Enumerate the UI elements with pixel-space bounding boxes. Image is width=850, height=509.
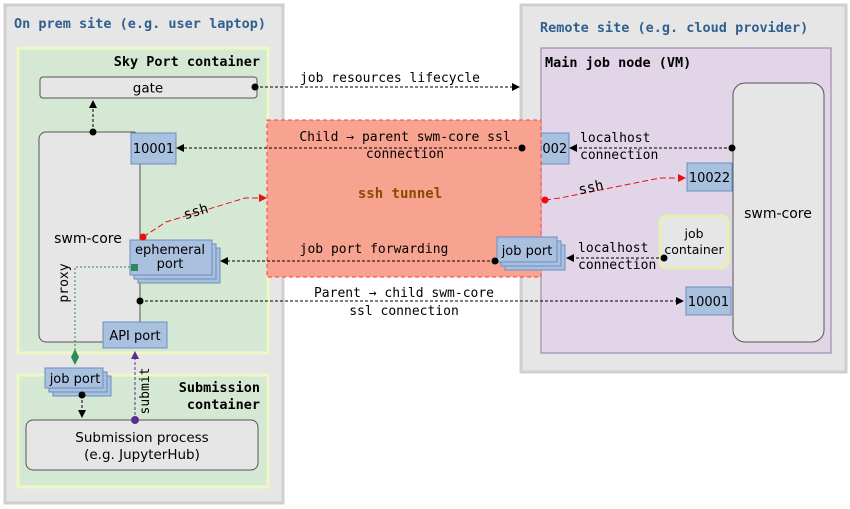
ssh-left-dot (139, 233, 147, 241)
ephemeral-port-label-line2: port (157, 257, 184, 272)
ssh-left-label: ssh (182, 201, 211, 224)
submission-process-line1: Submission process (75, 430, 208, 446)
api-port (102, 321, 168, 349)
swm-core-left-label: swm-core (54, 231, 122, 247)
job-port-submission-label: job port (49, 372, 101, 387)
job-container-box (658, 214, 730, 270)
swm-core-right-box (732, 82, 825, 343)
port-10022-label: 10022 (689, 171, 730, 186)
child-parent-label-line1: Child → parent swm-core ssl (299, 130, 510, 145)
swm-core-right-label: swm-core (744, 206, 812, 222)
ssh-right-dot (541, 196, 549, 204)
job-container-line1: job (683, 226, 703, 241)
job-port-remote-stack (496, 236, 566, 271)
job-port-remote-label: job port (501, 244, 553, 259)
proxy-diamond (71, 349, 79, 365)
job-port-forwarding-dot (491, 257, 499, 265)
localhost-top-label-line1: localhost (580, 131, 650, 146)
ssh-right-arrow (544, 174, 686, 201)
localhost-top-dot (728, 144, 736, 152)
proxy-square (131, 264, 138, 271)
job-port-forwarding-label: job port forwarding (300, 242, 449, 257)
job-port-submission-stack (44, 367, 112, 397)
job-resources-label: job resources lifecycle (300, 71, 480, 86)
submission-container-title-line1: Submission (179, 380, 260, 396)
port-10001-right (685, 286, 732, 316)
api-port-label: API port (109, 329, 160, 344)
port-10001-left-label: 10001 (133, 142, 174, 157)
ephemeral-port-label-line1: ephemeral (135, 243, 205, 258)
ssh-tunnel (266, 119, 542, 278)
submission-process-line2: (e.g. JupyterHub) (84, 447, 200, 463)
remote-site-title: Remote site (e.g. cloud provider) (540, 20, 808, 36)
parent-child-dot (136, 297, 144, 305)
child-parent-dot (518, 144, 526, 152)
ssh-tunnel-label: ssh tunnel (358, 186, 442, 202)
submission-process-box (25, 419, 259, 471)
on-prem-site-title: On prem site (e.g. user laptop) (14, 16, 266, 32)
localhost-bottom-dot (660, 254, 668, 262)
port-10022 (686, 162, 733, 192)
job-container-line2: container (664, 242, 724, 257)
port-10001-right-label: 10001 (688, 295, 729, 310)
parent-child-label-line1: Parent → child swm-core (314, 286, 494, 301)
localhost-bottom-label-line2: connection (578, 258, 656, 273)
submission-container-title-line2: container (187, 397, 260, 413)
submit-dot (131, 416, 139, 424)
ssh-left-arrow (142, 194, 267, 238)
swm-core-to-gate-dot (89, 128, 97, 136)
main-job-node-title: Main job node (VM) (545, 55, 691, 71)
gate-label: gate (133, 81, 163, 97)
job-port-to-process-dot (78, 391, 86, 399)
ssh-right-label: ssh (577, 178, 605, 199)
localhost-top-label-line2: connection (580, 148, 658, 163)
ephemeral-port-stack (129, 239, 221, 284)
localhost-bottom-label-line1: localhost (578, 241, 648, 256)
parent-child-label-line2: ssl connection (349, 304, 459, 319)
sky-port-container-title: Sky Port container (114, 54, 260, 70)
job-resources-dot (251, 83, 259, 91)
submit-label: submit (138, 368, 153, 415)
child-parent-label-line2: connection (366, 147, 444, 162)
proxy-label: proxy (57, 263, 72, 302)
